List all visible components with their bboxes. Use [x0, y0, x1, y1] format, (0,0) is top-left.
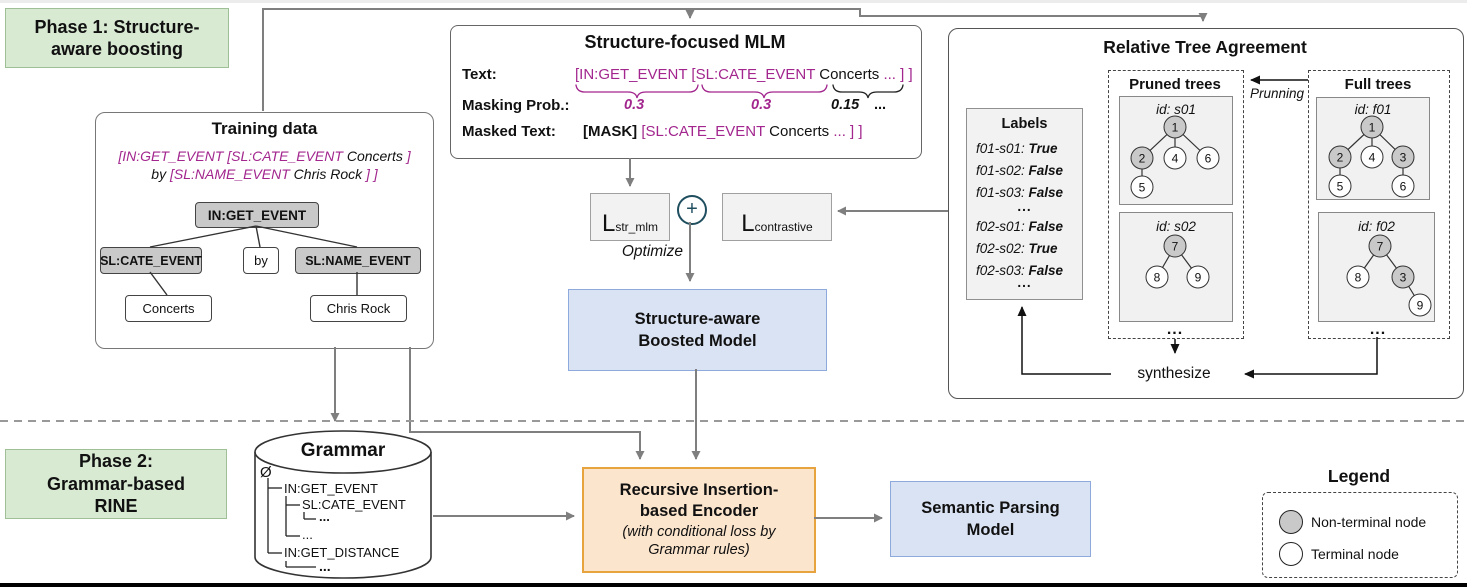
rta-labels-panel: Labels f01-s01: True f01-s02: False f01-…: [966, 108, 1083, 300]
pruned-trees-dots: ...: [1166, 321, 1184, 338]
terminal-node-icon: [1279, 542, 1303, 566]
full-trees-dots: ...: [1369, 321, 1387, 338]
mlm-text-label: Text:: [462, 66, 497, 83]
mlm-prob2: 0.3: [751, 97, 772, 113]
synthesize-label: synthesize: [1137, 365, 1211, 382]
legend-nonterminal-label: Non-terminal node: [1311, 514, 1427, 530]
training-sequence-line1: [IN:GET_EVENT [SL:CATE_EVENT Concerts ]: [118, 148, 411, 164]
spm-box: Semantic Parsing Model: [890, 481, 1091, 557]
training-data-title: Training data: [211, 119, 318, 138]
phase2-label-box: Phase 2: Grammar-based RINE: [5, 449, 227, 519]
encoder-box: Recursive Insertion-based Encoder (with …: [582, 467, 816, 573]
legend-box: [1262, 492, 1458, 578]
bottom-edge-bar: [0, 583, 1467, 587]
mlm-title: Structure-focused MLM: [584, 32, 786, 52]
grammar-rule: IN:GET_EVENT: [284, 481, 378, 496]
nonterminal-node-icon: [1279, 510, 1303, 534]
loss-str-mlm-L: L: [601, 210, 616, 237]
tree-id-label: id: s02: [1156, 219, 1196, 234]
phase2-label: Phase 2: Grammar-based RINE: [46, 451, 186, 517]
label-row: f02-s01: False: [976, 219, 1064, 234]
label-row: f01-s01: True: [976, 141, 1058, 156]
grammar-rule-dots: ...: [319, 558, 331, 574]
grammar-rule-dots: ...: [302, 527, 313, 542]
full-tree-card-f01: id: f01: [1316, 97, 1430, 200]
mlm-prob-dots: ...: [874, 97, 887, 113]
grammar-rule-dots: ...: [319, 509, 330, 524]
training-sequence-line2: by [SL:NAME_EVENT Chris Rock ] ]: [151, 166, 378, 183]
label-row: f01-s02: False: [976, 163, 1064, 178]
label-row: f01-s03: False: [976, 185, 1064, 200]
tree-node-slot1: SL:CATE_EVENT: [100, 247, 202, 274]
tree-id-label: id: f02: [1358, 219, 1395, 234]
legend-terminal-label: Terminal node: [1311, 546, 1399, 562]
tree-node-root: IN:GET_EVENT: [195, 202, 319, 228]
label-row: f02-s02: True: [976, 241, 1058, 256]
tree-node-word: by: [243, 247, 279, 274]
pruned-trees-title: Pruned trees: [1129, 76, 1221, 93]
rta-title: Relative Tree Agreement: [1103, 37, 1307, 57]
boosted-model-box: Structure-aware Boosted Model: [568, 289, 827, 371]
grammar-rule: IN:GET_DISTANCE: [284, 545, 400, 560]
encoder-subtitle: (with conditional loss by Grammar rules): [622, 523, 776, 559]
tree-node-slot2: SL:NAME_EVENT: [295, 247, 421, 274]
spm-label: Semantic Parsing Model: [921, 498, 1060, 539]
label-row: f02-s03: False: [976, 263, 1064, 278]
phase1-label-box: Phase 1: Structure-aware boosting: [5, 8, 229, 68]
phase1-label: Phase 1: Structure-aware boosting: [34, 16, 200, 60]
mlm-prob1: 0.3: [624, 97, 645, 113]
plus-combiner-icon: +: [677, 195, 707, 225]
loss-str-mlm-sub: str_mlm: [615, 220, 659, 234]
legend-title: Legend: [1327, 466, 1391, 486]
grammar-rule: SL:CATE_EVENT: [302, 497, 406, 512]
pruned-tree-card-s01: id: s01: [1119, 96, 1233, 205]
encoder-title: Recursive Insertion-based Encoder: [619, 480, 779, 521]
mlm-text-value: [IN:GET_EVENT [SL:CATE_EVENT Concerts ..…: [575, 66, 913, 83]
mlm-masked-value: [MASK] [SL:CATE_EVENT Concerts ... ] ]: [583, 123, 863, 140]
loss-contrastive-sub: contrastive: [754, 220, 813, 234]
label-row-dots: ...: [1017, 199, 1032, 214]
mlm-prob-label: Masking Prob.:: [462, 97, 570, 114]
full-trees-title: Full trees: [1344, 76, 1412, 93]
top-edge-strip: [0, 0, 1467, 3]
tree-node-leaf2: Chris Rock: [310, 295, 407, 322]
boosted-model-label: Structure-aware Boosted Model: [634, 309, 761, 350]
training-sequence: [IN:GET_EVENT [SL:CATE_EVENT Concerts ] …: [96, 147, 433, 183]
tree-node-leaf1: Concerts: [125, 295, 212, 322]
full-tree-card-f02: id: f02: [1318, 212, 1435, 322]
loss-contrastive-L: L: [741, 210, 755, 237]
mlm-prob3: 0.15: [831, 97, 860, 113]
tree-id-label: id: s01: [1156, 102, 1196, 117]
grammar-root: Ø: [260, 464, 272, 481]
optimize-label: Optimize: [621, 243, 683, 260]
full-trees-box: [1308, 70, 1450, 339]
pruned-tree-card-s02: id: s02: [1119, 212, 1233, 322]
rta-labels-title: Labels: [1001, 116, 1048, 132]
tree-id-label: id: f01: [1354, 102, 1392, 117]
pruning-label: Prunning: [1249, 86, 1305, 101]
label-row-dots: ...: [1017, 275, 1032, 290]
grammar-title: Grammar: [300, 440, 386, 461]
mlm-masked-label: Masked Text:: [462, 123, 556, 140]
